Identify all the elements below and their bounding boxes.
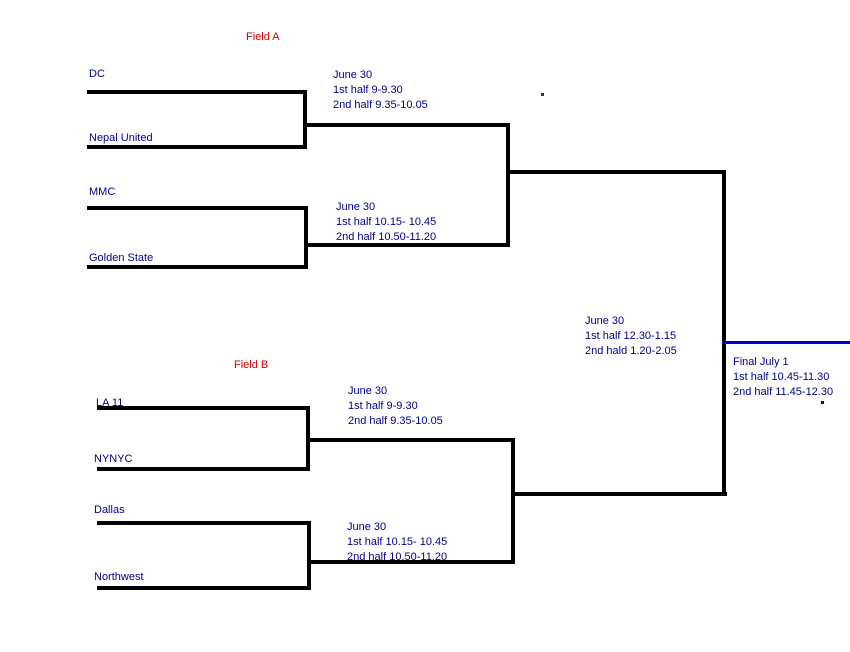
match-info-final: Final July 1 1st half 10.45-11.30 2nd ha… [733, 355, 833, 400]
bracket-line-dallas [97, 521, 311, 525]
match-first-half-qf3: 1st half 9-9.30 [348, 400, 418, 412]
match-info-qf1: June 30 1st half 9-9.30 2nd half 9.35-10… [333, 68, 428, 113]
bracket-connector-qf4 [307, 521, 311, 590]
match-info-qf4: June 30 1st half 10.15- 10.45 2nd half 1… [347, 520, 447, 565]
team-label-dallas: Dallas [94, 504, 125, 516]
bracket-line-mmc [87, 206, 308, 210]
team-label-mmc: MMC [89, 186, 116, 198]
bracket-line-northwest [97, 586, 311, 590]
match-first-half-qf4: 1st half 10.15- 10.45 [347, 536, 448, 548]
artifact-dot-upper [541, 93, 544, 96]
match-info-semifinal: June 30 1st half 12.30-1.15 2nd hald 1.2… [585, 314, 677, 359]
match-second-half-semifinal: 2nd hald 1.20-2.05 [585, 345, 677, 357]
bracket-line-qf4-winner [309, 560, 515, 564]
bracket-line-qf1-winner [305, 123, 509, 127]
match-first-half-qf1: 1st half 9-9.30 [333, 84, 403, 96]
match-second-half-final: 2nd half 11.45-12.30 [733, 386, 834, 398]
field-label-b: Field B [234, 359, 269, 371]
bracket-connector-qf2 [304, 206, 308, 269]
bracket-line-la-11 [97, 406, 310, 410]
match-date-qf3: June 30 [348, 385, 388, 397]
match-date-qf1: June 30 [333, 69, 373, 81]
match-info-qf2: June 30 1st half 10.15- 10.45 2nd half 1… [336, 200, 436, 245]
bracket-connector-qf1 [303, 90, 307, 149]
match-info-qf3: June 30 1st half 9-9.30 2nd half 9.35-10… [348, 384, 443, 429]
bracket-line-final-winner [722, 341, 850, 344]
match-date-qf4: June 30 [347, 521, 387, 533]
bracket-connector-semifinal-top [506, 123, 510, 247]
bracket-line-golden-state [87, 265, 308, 269]
team-label-nepal-united: Nepal United [89, 132, 153, 144]
bracket-connector-semifinal-bottom [511, 438, 515, 564]
team-label-northwest: Northwest [94, 571, 144, 583]
match-second-half-qf2: 2nd half 10.50-11.20 [336, 231, 437, 243]
team-label-nynyc: NYNYC [94, 453, 133, 465]
match-first-half-final: 1st half 10.45-11.30 [733, 371, 830, 383]
field-label-a: Field A [246, 31, 280, 43]
match-first-half-qf2: 1st half 10.15- 10.45 [336, 216, 437, 228]
bracket-line-semifinal-top-winner [508, 170, 724, 174]
match-date-final: Final July 1 [733, 356, 789, 368]
bracket-line-dc [87, 90, 307, 94]
bracket-line-nynyc [97, 467, 310, 471]
team-label-golden-state: Golden State [89, 252, 154, 264]
match-date-semifinal: June 30 [585, 315, 625, 327]
team-label-dc: DC [89, 68, 105, 80]
bracket-line-semifinal-bottom-winner [513, 492, 727, 496]
bracket-line-nepal-united [87, 145, 307, 149]
match-second-half-qf3: 2nd half 9.35-10.05 [348, 415, 443, 427]
artifact-dot-lower [821, 401, 824, 404]
match-date-qf2: June 30 [336, 201, 376, 213]
bracket-connector-final [722, 170, 726, 496]
bracket-line-qf3-winner [308, 438, 514, 442]
bracket-line-qf2-winner [306, 243, 510, 247]
match-first-half-semifinal: 1st half 12.30-1.15 [585, 330, 677, 342]
match-second-half-qf1: 2nd half 9.35-10.05 [333, 99, 428, 111]
